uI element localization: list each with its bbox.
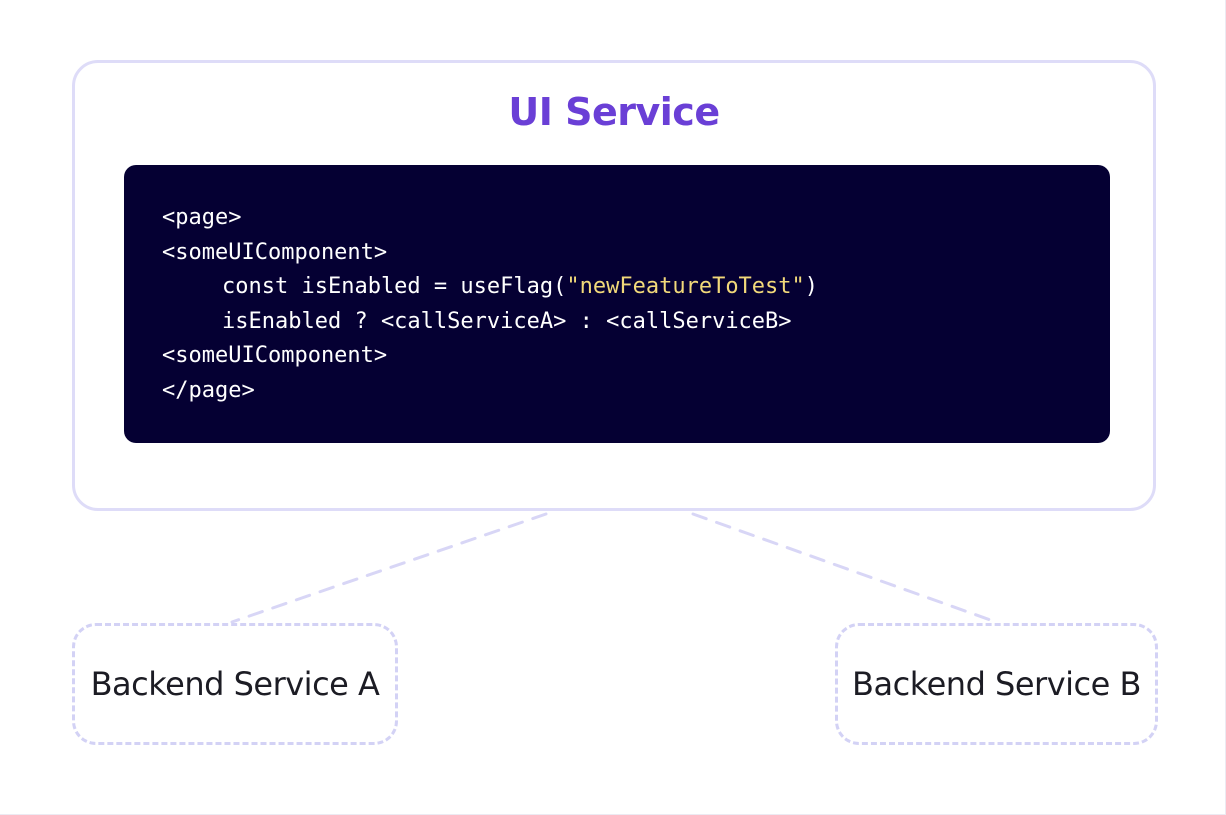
backend-service-a-box: Backend Service A [72, 623, 398, 745]
code-line-use-flag: const isEnabled = useFlag("newFeatureToT… [162, 270, 1110, 305]
ui-service-title: UI Service [508, 90, 720, 134]
code-use-flag-call: const isEnabled = useFlag( [222, 274, 567, 300]
code-flag-name-string: "newFeatureToTest" [566, 274, 805, 300]
connector-to-backend-b [691, 512, 998, 624]
code-line-component-open: <someUIComponent> [162, 239, 388, 265]
code-line-page-open: <page> [162, 205, 242, 230]
backend-service-b-label: Backend Service B [852, 665, 1141, 703]
code-use-flag-close: ) [804, 274, 819, 300]
code-line-page-close: </page> [162, 377, 255, 403]
code-line-component-close: <someUIComponent> [162, 343, 388, 369]
code-line-conditional: isEnabled ? <callServiceA> : <callServic… [222, 308, 792, 334]
connector-to-backend-a [230, 512, 548, 624]
code-block: <page> <someUIComponent> const isEnabled… [124, 165, 1110, 443]
backend-service-b-box: Backend Service B [835, 623, 1158, 745]
backend-service-a-label: Backend Service A [90, 665, 380, 703]
